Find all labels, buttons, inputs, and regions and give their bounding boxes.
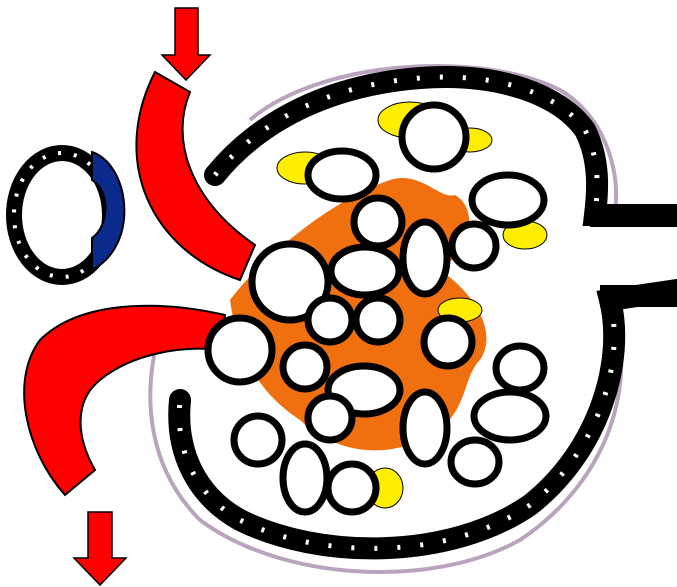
tubule-outlet-wall-lower (600, 285, 677, 307)
efferent-arteriole (136, 72, 255, 280)
glomerular-capillaries (208, 105, 546, 512)
arrow-down-icon (74, 512, 126, 585)
arrow-down-icon (162, 8, 210, 80)
macula-densa (92, 152, 124, 270)
tubule-outlet-wall (590, 205, 677, 227)
